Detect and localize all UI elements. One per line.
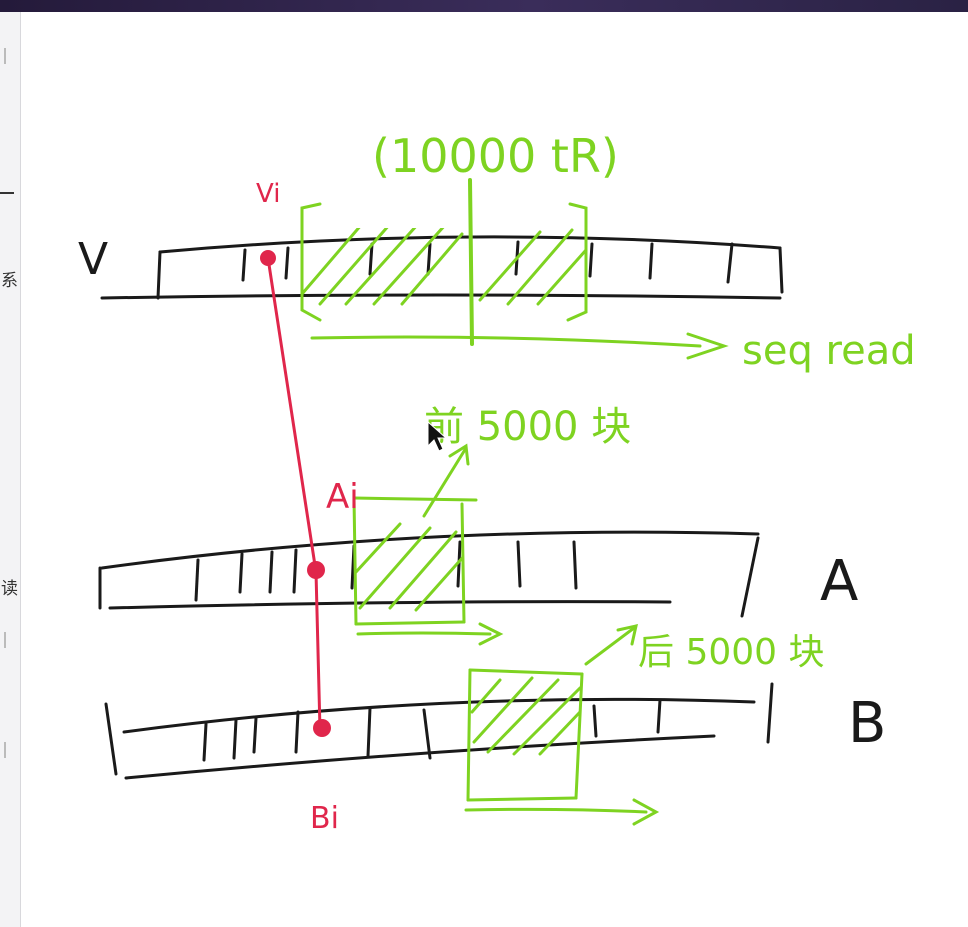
v-selection-left-bracket — [300, 202, 322, 322]
array-a-divider — [238, 552, 244, 594]
array-b-divider — [252, 716, 258, 754]
array-a-right-end — [740, 536, 760, 618]
array-v-divider — [241, 248, 247, 282]
array-v-divider — [726, 242, 734, 284]
array-b-divider — [366, 706, 372, 758]
array-a — [98, 530, 760, 618]
panel-mark — [4, 632, 6, 648]
b-selection-top — [468, 668, 584, 676]
array-a-divider — [268, 550, 274, 594]
array-v-bottom-line — [100, 293, 782, 300]
vi-label: Vi — [256, 179, 280, 209]
v-selection — [300, 178, 729, 360]
panel-mark — [4, 742, 6, 758]
a-selection-top — [352, 496, 478, 502]
sidebar-char: 读 — [1, 579, 18, 599]
v-count-label: (10000 tR) — [372, 129, 619, 183]
seq-read-label: seq read — [742, 328, 916, 374]
array-b-bottom-line — [124, 734, 716, 780]
array-b-divider — [294, 710, 300, 754]
v-midpoint-line — [468, 178, 474, 346]
vi-pointer-dot — [260, 250, 276, 266]
v-selection-hatch — [300, 228, 588, 306]
v-selection-right-bracket — [566, 202, 588, 322]
array-v-left-end — [156, 250, 162, 300]
b-pointer-line — [584, 626, 636, 666]
b-selection-bottom — [466, 796, 578, 802]
a-count-label: 前 5000 块 — [424, 404, 631, 450]
array-v-divider — [368, 242, 374, 276]
array-v-divider — [284, 246, 290, 280]
a-pointer-head — [448, 443, 470, 466]
array-v-right-end — [778, 246, 784, 294]
array-v-label: V — [78, 234, 108, 285]
array-v — [100, 235, 784, 300]
array-a-divider — [194, 558, 200, 602]
array-b-left-end — [104, 702, 118, 776]
array-a-divider — [572, 540, 578, 590]
a-read-arrow-head — [478, 622, 504, 646]
panel-tick — [0, 192, 14, 194]
bi-pointer-dot — [313, 719, 331, 737]
array-b-label: B — [848, 691, 886, 756]
array-b-divider — [592, 704, 598, 738]
b-selection-left — [466, 668, 472, 802]
mouse-pointer-icon — [427, 420, 448, 452]
ai-pointer-dot — [307, 561, 325, 579]
ai-label: Ai — [326, 477, 359, 517]
array-b-divider — [656, 698, 662, 734]
array-a-divider — [516, 540, 522, 588]
a-selection-left — [352, 496, 358, 626]
b-selection-right — [574, 672, 584, 800]
a-pointer-line — [422, 446, 468, 518]
b-count-label: 后 5000 块 — [638, 632, 825, 673]
array-a-divider — [456, 540, 462, 588]
whiteboard-canvas: V (10000 tR) seq read A — [78, 129, 916, 836]
a-selection-hatch — [355, 522, 463, 612]
b-read-arrow-shaft — [464, 807, 648, 814]
a-selection-right — [460, 502, 466, 624]
b-selection-hatch — [470, 676, 580, 756]
a-read-arrow-shaft — [356, 631, 492, 636]
array-b-divider — [232, 718, 238, 760]
a-selection — [352, 443, 504, 646]
b-read-arrow-head — [632, 798, 660, 826]
pointer-path — [260, 250, 331, 737]
seq-read-arrow-head — [686, 332, 729, 360]
seq-read-arrow-shaft — [310, 335, 702, 348]
sidebar-char: 系 — [1, 271, 18, 291]
b-selection — [464, 624, 660, 826]
array-v-divider — [588, 242, 594, 278]
array-b-right-end — [766, 682, 774, 744]
array-b-top-line — [122, 697, 756, 734]
window-top-bar — [0, 0, 968, 12]
array-b-divider — [422, 708, 432, 760]
array-b-divider — [202, 722, 208, 762]
array-a-divider — [292, 548, 298, 594]
array-a-label: A — [820, 549, 858, 614]
array-v-divider — [648, 242, 654, 280]
a-selection-bottom — [354, 620, 466, 626]
bi-label: Bi — [310, 801, 339, 836]
left-panel-edge: 系 读 — [0, 12, 21, 927]
array-a-top-line — [100, 530, 760, 570]
array-b — [104, 682, 774, 780]
array-a-bottom-line — [108, 600, 672, 610]
panel-mark — [4, 48, 6, 64]
pointer-connector-line — [266, 256, 322, 732]
array-v-divider — [426, 242, 432, 276]
b-pointer-head — [616, 624, 638, 646]
